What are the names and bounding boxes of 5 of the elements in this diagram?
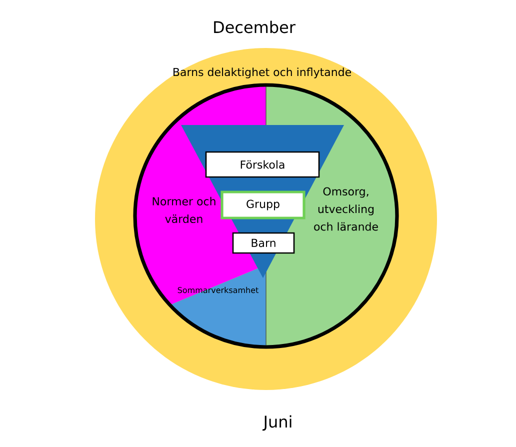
label-box: Förskola	[205, 151, 320, 178]
label-box: Barn	[232, 232, 295, 254]
month-label: Juni	[262, 415, 292, 431]
label-box: Grupp	[220, 190, 306, 220]
month-label: December	[214, 20, 296, 34]
